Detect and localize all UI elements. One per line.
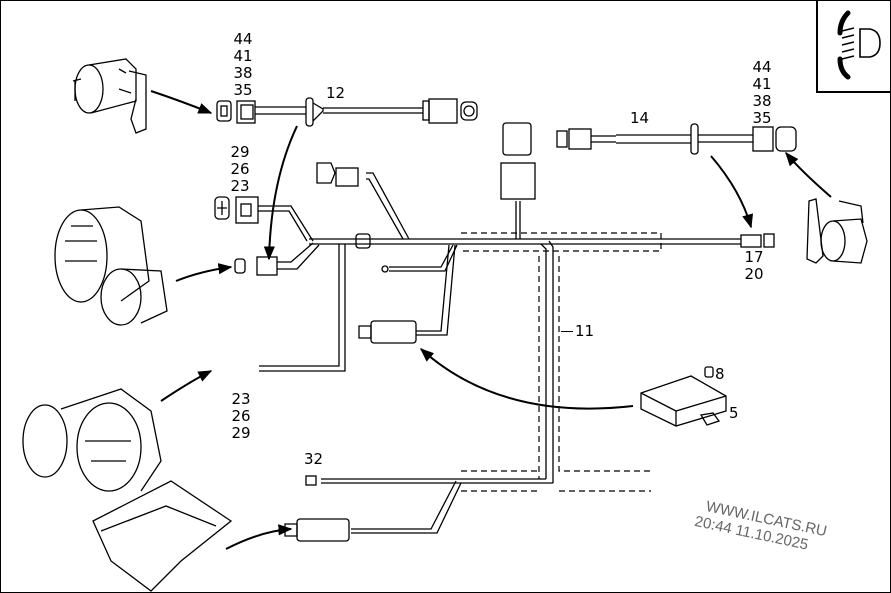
ref-29: 29 <box>231 424 251 442</box>
headlamp-range-adjust-icon-box <box>816 1 890 93</box>
ref-26: 26 <box>230 160 250 178</box>
label-11: 11 <box>561 323 594 340</box>
cable-12 <box>216 97 478 127</box>
ref-35: 35 <box>233 81 253 99</box>
label-upper-lamp-refs: 29 26 23 <box>226 144 254 195</box>
label-lower-lamp-refs: 23 26 29 <box>227 391 255 442</box>
label-left-sensor-refs: 44 41 38 35 <box>229 31 257 99</box>
right-level-sensor-illustration <box>806 198 868 264</box>
label-5: 5 <box>729 404 739 422</box>
ref-23: 23 <box>231 390 251 408</box>
label-8: 8 <box>715 365 725 383</box>
connector-pair-lamp <box>234 242 320 276</box>
headlamp-upper-illustration <box>54 206 168 326</box>
ref-26: 26 <box>231 407 251 425</box>
connector-pair-upper <box>214 196 314 242</box>
arrow-right-sensor-to-cable <box>785 151 832 198</box>
ref-44: 44 <box>233 30 253 48</box>
label-right-sensor-refs: 44 41 38 35 <box>748 59 776 127</box>
label-right-connector-refs: 17 20 <box>740 249 768 283</box>
ref-44: 44 <box>752 58 772 76</box>
arrow-sensor-to-connector <box>150 90 213 114</box>
ref-17: 17 <box>744 248 764 266</box>
ref-20: 20 <box>744 265 764 283</box>
arrow-lamp2-to-connector <box>160 370 213 402</box>
arrow-cable12-to-harness <box>263 125 298 261</box>
ref-41: 41 <box>752 75 772 93</box>
label-32: 32 <box>304 450 324 468</box>
main-harness <box>259 122 797 542</box>
label-12: 12 <box>326 84 346 102</box>
alternative-harness-outline <box>461 232 662 492</box>
ref-23: 23 <box>230 177 250 195</box>
arrow-cable14-to-connector <box>710 155 754 229</box>
control-module-illustration <box>640 366 727 427</box>
ref-41: 41 <box>233 47 253 65</box>
protective-cover-illustration <box>92 480 233 592</box>
ref-29: 29 <box>230 143 250 161</box>
arrow-cover-to-connector <box>225 524 293 550</box>
arrow-lamp1-to-connector <box>175 263 233 282</box>
arrow-module-to-connector <box>419 348 634 410</box>
ref-38: 38 <box>233 64 253 82</box>
left-level-sensor-illustration <box>72 58 147 134</box>
headlamp-range-adjust-icon <box>837 10 881 80</box>
label-14: 14 <box>630 109 650 127</box>
ref-11: 11 <box>575 322 595 340</box>
ref-35: 35 <box>752 109 772 127</box>
headlamp-lower-illustration <box>22 388 162 492</box>
ref-38: 38 <box>752 92 772 110</box>
